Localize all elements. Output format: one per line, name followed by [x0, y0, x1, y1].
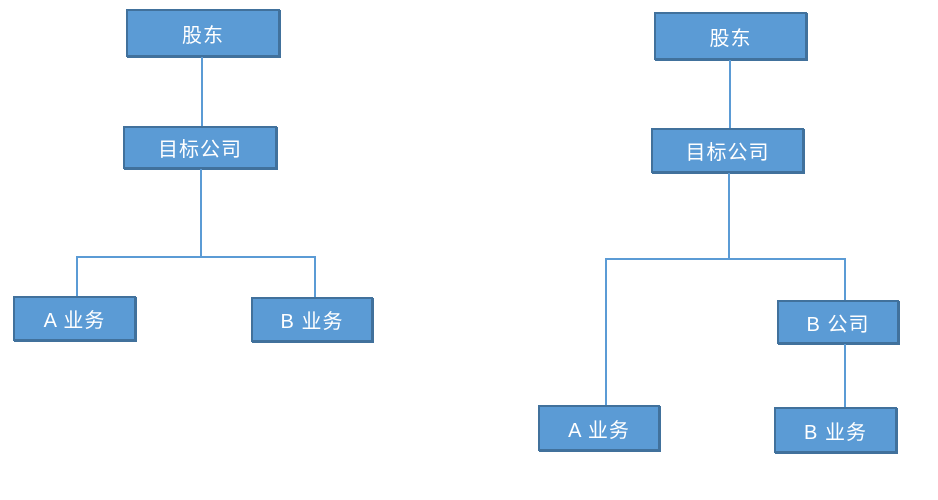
connector-line [728, 173, 730, 260]
node-shareholders-left: 股东 [126, 9, 280, 57]
node-shareholders-right: 股东 [654, 12, 807, 60]
node-company-b-right-label: B 公司 [806, 313, 870, 336]
node-business-b-left: B 业务 [251, 297, 373, 342]
node-target-company-left-label: 目标公司 [158, 139, 242, 161]
connector-line [729, 60, 731, 128]
node-business-a-left-label: A 业务 [43, 310, 106, 332]
node-shareholders-right-label: 股东 [709, 27, 752, 50]
connector-line [201, 57, 203, 126]
node-business-a-right-label: A 业务 [568, 419, 630, 442]
connector-line [844, 344, 846, 407]
node-target-company-right: 目标公司 [651, 128, 804, 173]
connector-line [200, 169, 202, 258]
node-business-b-right-label: B 业务 [804, 421, 867, 444]
node-business-b-left-label: B 业务 [280, 311, 344, 333]
node-company-b-right: B 公司 [777, 300, 899, 344]
connector-line [76, 256, 78, 296]
connector-line [314, 256, 316, 297]
connector-line [77, 256, 316, 258]
node-target-company-right-label: 目标公司 [685, 142, 770, 164]
node-target-company-left: 目标公司 [123, 126, 277, 169]
connector-line [606, 258, 846, 260]
node-business-b-right: B 业务 [774, 407, 897, 453]
connector-line [844, 258, 846, 300]
node-shareholders-left-label: 股东 [182, 24, 224, 47]
node-business-a-right: A 业务 [538, 405, 660, 451]
connector-line [605, 258, 607, 405]
node-business-a-left: A 业务 [13, 296, 136, 341]
